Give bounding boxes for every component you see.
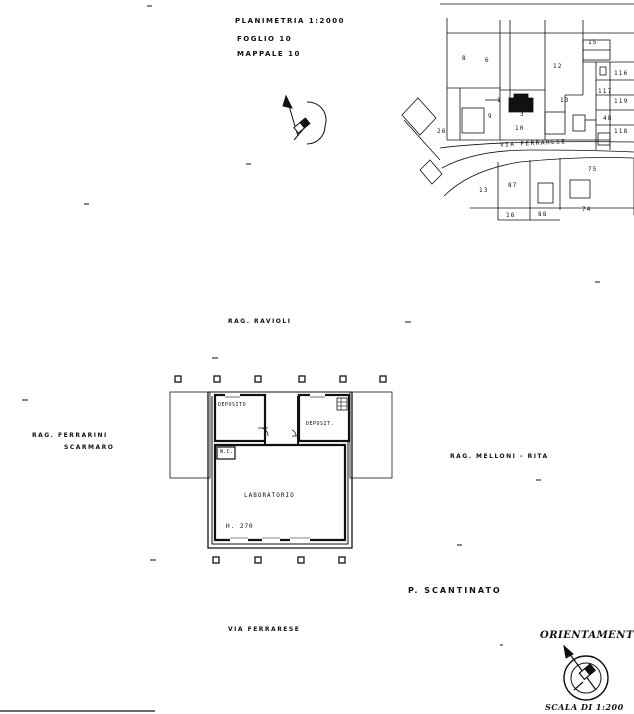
room-label-deposit-left: DEPOSITO bbox=[218, 402, 247, 408]
floor-plan bbox=[169, 375, 393, 564]
west-wing bbox=[169, 391, 211, 479]
map-parcel: 6 bbox=[485, 57, 490, 64]
map-parcel: 16 bbox=[506, 212, 516, 219]
wc-room bbox=[216, 446, 236, 460]
compass-rose-icon bbox=[563, 644, 609, 701]
map-parcel: 9 bbox=[488, 113, 493, 120]
map-parcel: 10 bbox=[515, 125, 525, 132]
plan-title: PLANIMETRIA 1:2000 bbox=[235, 17, 345, 25]
cadastral-map bbox=[401, 3, 634, 221]
east-boundary-label: RAG. MELLONI - RITA bbox=[450, 453, 549, 460]
parcel-number: MAPPALE 10 bbox=[237, 50, 301, 58]
west-boundary-label: RAG. FERRARINI bbox=[32, 432, 108, 439]
map-parcel: 8 bbox=[462, 55, 467, 62]
column-marker bbox=[339, 375, 347, 383]
column-marker bbox=[254, 556, 262, 564]
map-parcel: 26 bbox=[437, 128, 447, 135]
map-parcel: 48 bbox=[603, 115, 613, 122]
lab-room bbox=[213, 443, 347, 542]
east-wing bbox=[349, 391, 393, 479]
floor-label: P. SCANTINATO bbox=[408, 586, 502, 595]
north-boundary-label: RAG. RAVIOLI bbox=[228, 318, 292, 325]
orientation-title: ORIENTAMENTO bbox=[540, 630, 634, 641]
column-marker bbox=[298, 375, 306, 383]
map-parcel: 87 bbox=[508, 182, 518, 189]
column-marker bbox=[379, 375, 387, 383]
map-parcel: 88 bbox=[538, 211, 548, 218]
map-parcel: 118 bbox=[614, 128, 629, 135]
room-label-lab: LABORATORIO bbox=[244, 492, 295, 499]
room-label-wc: W.C. bbox=[220, 449, 234, 455]
sheet-number: FOGLIO 10 bbox=[237, 35, 293, 43]
scale-label: SCALA DI 1:200 bbox=[545, 702, 624, 712]
map-parcel: 12 bbox=[553, 63, 563, 70]
room-height-label: H. 270 bbox=[226, 523, 254, 530]
south-boundary-label: VIA FERRARESE bbox=[228, 626, 301, 633]
map-parcel: 116 bbox=[614, 70, 629, 77]
west-boundary-label-2: SCARMARO bbox=[64, 444, 115, 451]
room-label-deposit-right: DEPOSIT. bbox=[306, 421, 335, 427]
map-parcel: 119 bbox=[614, 98, 629, 105]
north-arrow-small-icon bbox=[282, 94, 327, 145]
column-marker bbox=[174, 375, 182, 383]
map-parcel: 1 bbox=[497, 97, 502, 104]
column-marker bbox=[212, 556, 220, 564]
map-parcel: 13 bbox=[560, 97, 570, 104]
map-parcel: 3 bbox=[520, 111, 525, 118]
map-parcel: 75 bbox=[588, 166, 598, 173]
column-marker bbox=[213, 375, 221, 383]
map-parcel: 117 bbox=[598, 88, 613, 95]
map-parcel: 13 bbox=[479, 187, 489, 194]
column-marker bbox=[338, 556, 346, 564]
column-marker bbox=[297, 556, 305, 564]
column-marker bbox=[254, 375, 262, 383]
map-parcel: 74 bbox=[582, 206, 592, 213]
map-parcel: 15 bbox=[588, 39, 598, 46]
